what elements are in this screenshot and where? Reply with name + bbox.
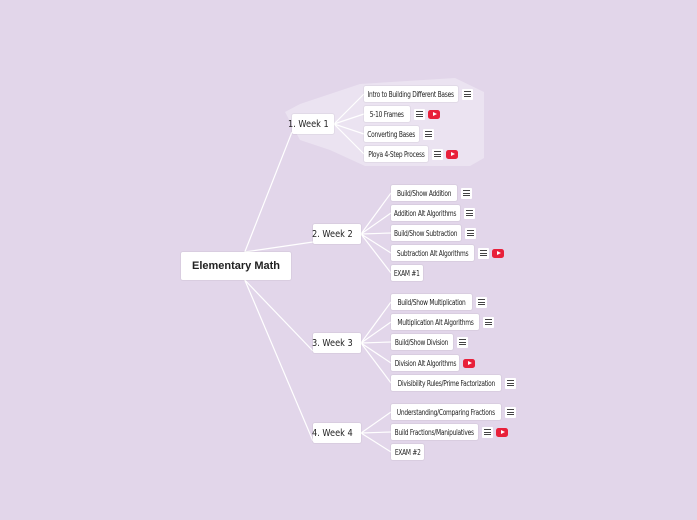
subtopic-item[interactable]: Converting Bases: [364, 126, 419, 142]
subtopic-item[interactable]: EXAM #2: [391, 444, 424, 460]
notes-icon[interactable]: [423, 128, 434, 140]
notes-icon[interactable]: [461, 187, 472, 199]
notes-icon[interactable]: [464, 207, 475, 219]
youtube-icon[interactable]: [446, 149, 458, 159]
subtopic-item[interactable]: Subtraction Alt Algorithms: [391, 245, 474, 261]
notes-icon[interactable]: [483, 316, 494, 328]
subtopic-label: Build/Show Multiplication: [397, 297, 466, 307]
subtopic-item[interactable]: Build/Show Subtraction: [391, 225, 461, 241]
subtopic-label: 5-10 Frames: [370, 109, 404, 119]
subtopic-label: EXAM #2: [394, 447, 421, 457]
subtopic-label: Addition Alt Algorithms: [394, 208, 457, 218]
subtopic-item[interactable]: Divisibility Rules/Prime Factorization: [391, 375, 501, 391]
notes-icon[interactable]: [505, 406, 516, 418]
subtopic-label: Divisibility Rules/Prime Factorization: [397, 378, 495, 388]
week-1-topic[interactable]: 1. Week 1: [288, 114, 334, 134]
subtopic-label: Build/Show Addition: [396, 188, 452, 198]
subtopic-item[interactable]: Understanding/Comparing Fractions: [391, 404, 501, 420]
subtopic-label: Understanding/Comparing Fractions: [396, 407, 496, 417]
subtopic-label: EXAM #1: [394, 268, 420, 278]
root-topic[interactable]: Elementary Math: [181, 252, 291, 280]
subtopic-item[interactable]: Addition Alt Algorithms: [391, 205, 460, 221]
week-label: 3. Week 3: [312, 337, 353, 349]
week-4-topic[interactable]: 4. Week 4: [312, 423, 361, 443]
subtopic-label: Converting Bases: [367, 129, 416, 139]
subtopic-item[interactable]: 5-10 Frames: [364, 106, 410, 122]
subtopic-item[interactable]: Build Fractions/Manipulatives: [391, 424, 478, 440]
youtube-icon[interactable]: [463, 358, 475, 368]
subtopic-label: Division Alt Algorithms: [394, 358, 456, 368]
week-2-topic[interactable]: 2. Week 2: [312, 224, 361, 244]
notes-icon[interactable]: [465, 227, 476, 239]
subtopic-label: Build/Show Subtraction: [394, 228, 458, 238]
subtopic-label: Build Fractions/Manipulatives: [394, 427, 475, 437]
notes-icon[interactable]: [432, 148, 443, 160]
subtopic-item[interactable]: Division Alt Algorithms: [391, 355, 459, 371]
notes-icon[interactable]: [478, 247, 489, 259]
subtopic-item[interactable]: EXAM #1: [391, 265, 423, 281]
subtopic-item[interactable]: Multiplication Alt Algorithms: [391, 314, 479, 330]
subtopic-item[interactable]: Build/Show Division: [391, 334, 453, 350]
week-3-topic[interactable]: 3. Week 3: [312, 333, 361, 353]
notes-icon[interactable]: [482, 426, 493, 438]
youtube-icon[interactable]: [428, 109, 440, 119]
notes-icon[interactable]: [505, 377, 516, 389]
week-label: 4. Week 4: [312, 427, 353, 439]
subtopic-item[interactable]: Intro to Building Different Bases: [364, 86, 458, 102]
notes-icon[interactable]: [457, 336, 468, 348]
subtopic-label: Intro to Building Different Bases: [367, 89, 455, 99]
subtopic-item[interactable]: Build/Show Addition: [391, 185, 457, 201]
youtube-icon[interactable]: [496, 427, 508, 437]
notes-icon[interactable]: [462, 88, 473, 100]
subtopic-label: Subtraction Alt Algorithms: [396, 248, 469, 258]
notes-icon[interactable]: [476, 296, 487, 308]
week-label: 1. Week 1: [288, 118, 329, 130]
week-label: 2. Week 2: [312, 228, 353, 240]
subtopic-item[interactable]: Ploya 4-Step Process: [364, 146, 428, 162]
subtopic-label: Build/Show Division: [395, 337, 449, 347]
notes-icon[interactable]: [414, 108, 425, 120]
subtopic-label: Ploya 4-Step Process: [367, 149, 425, 159]
subtopic-label: Multiplication Alt Algorithms: [396, 317, 474, 327]
youtube-icon[interactable]: [492, 248, 504, 258]
subtopic-item[interactable]: Build/Show Multiplication: [391, 294, 472, 310]
